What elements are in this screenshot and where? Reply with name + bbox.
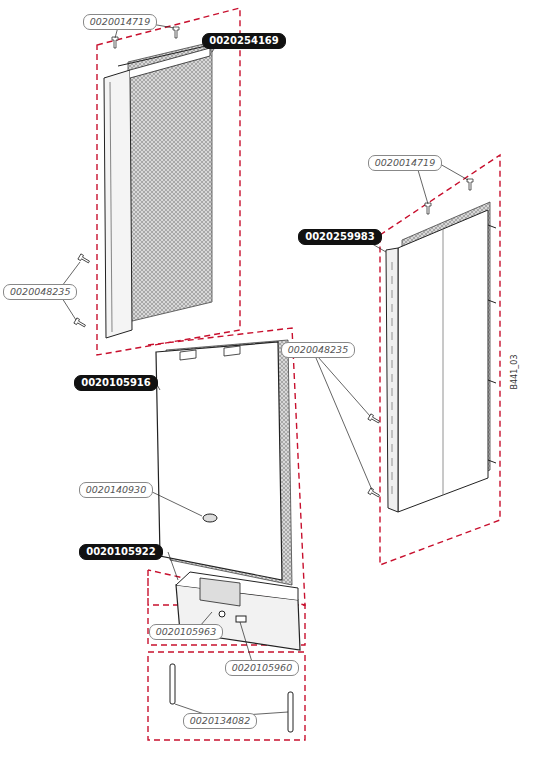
assembly-number: 0020105922 xyxy=(79,544,163,560)
leader-lines xyxy=(62,22,468,716)
assembly-number: 0020254169 xyxy=(202,33,286,49)
side-panel-left xyxy=(104,42,212,338)
part-number: 0020105960 xyxy=(225,660,299,676)
part-number: 0020048235 xyxy=(3,284,77,300)
part-number: 0020048235 xyxy=(281,342,355,358)
group-outline xyxy=(97,8,500,740)
drawing-code: B441_03 xyxy=(510,353,522,392)
assembly-number: 0020105916 xyxy=(74,375,158,391)
part-number: 0020014719 xyxy=(368,155,442,171)
part-number: 0020014719 xyxy=(83,14,157,30)
part-number: 0020134082 xyxy=(183,713,257,729)
front-panel xyxy=(156,340,292,585)
side-panel-right xyxy=(386,202,496,512)
assembly-number: 0020259983 xyxy=(298,229,382,245)
part-number: 0020105963 xyxy=(149,624,223,640)
part-number: 0020140930 xyxy=(79,482,153,498)
